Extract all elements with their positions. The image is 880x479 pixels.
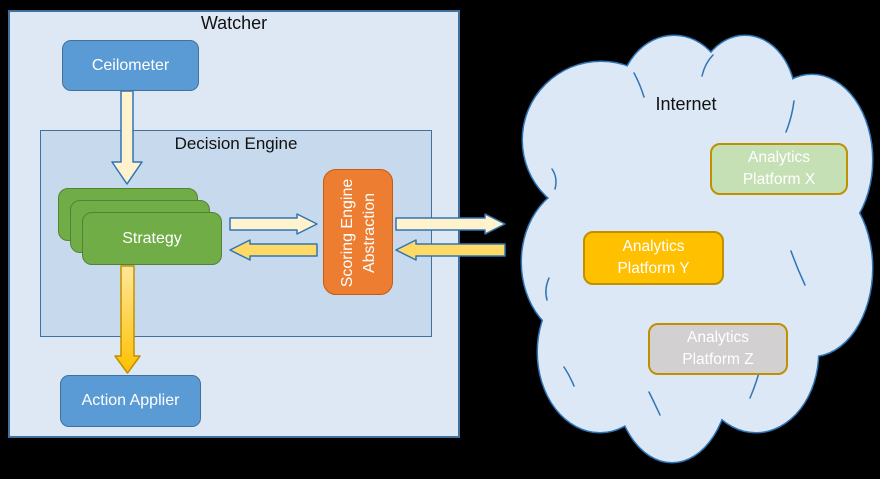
platform-z-label-line1: Analytics [686, 328, 750, 346]
platform-x-label-line1: Analytics [747, 148, 811, 166]
action-applier-label: Action Applier [81, 392, 180, 409]
platform-x-label-line2: Platform X [742, 171, 816, 188]
analytics-platform-z: Analytics Platform Z [648, 323, 788, 375]
analytics-platform-y: Analytics Platform Y [583, 231, 724, 285]
scoring-engine-label-line1: Scoring Engine [338, 178, 356, 288]
platform-y-label-line1: Analytics [622, 237, 685, 255]
scoring-engine-label: Scoring Engine Abstraction [324, 170, 394, 296]
strategy-label: Strategy [122, 229, 182, 247]
platform-z-label-line2: Platform Z [682, 351, 754, 368]
ceilometer-node: Ceilometer [62, 40, 199, 91]
strategy-card-front: Strategy [82, 212, 222, 265]
platform-y-label-line2: Platform Y [617, 260, 690, 277]
scoring-engine-node: Scoring Engine Abstraction [323, 169, 393, 295]
analytics-platform-x: Analytics Platform X [710, 143, 848, 195]
scoring-engine-label-line2: Abstraction [361, 192, 378, 274]
internet-label: Internet [655, 94, 717, 114]
ceilometer-label: Ceilometer [91, 56, 170, 74]
watcher-title: Watcher [200, 13, 268, 33]
action-applier-node: Action Applier [60, 375, 201, 427]
decision-engine-title: Decision Engine [174, 134, 298, 153]
